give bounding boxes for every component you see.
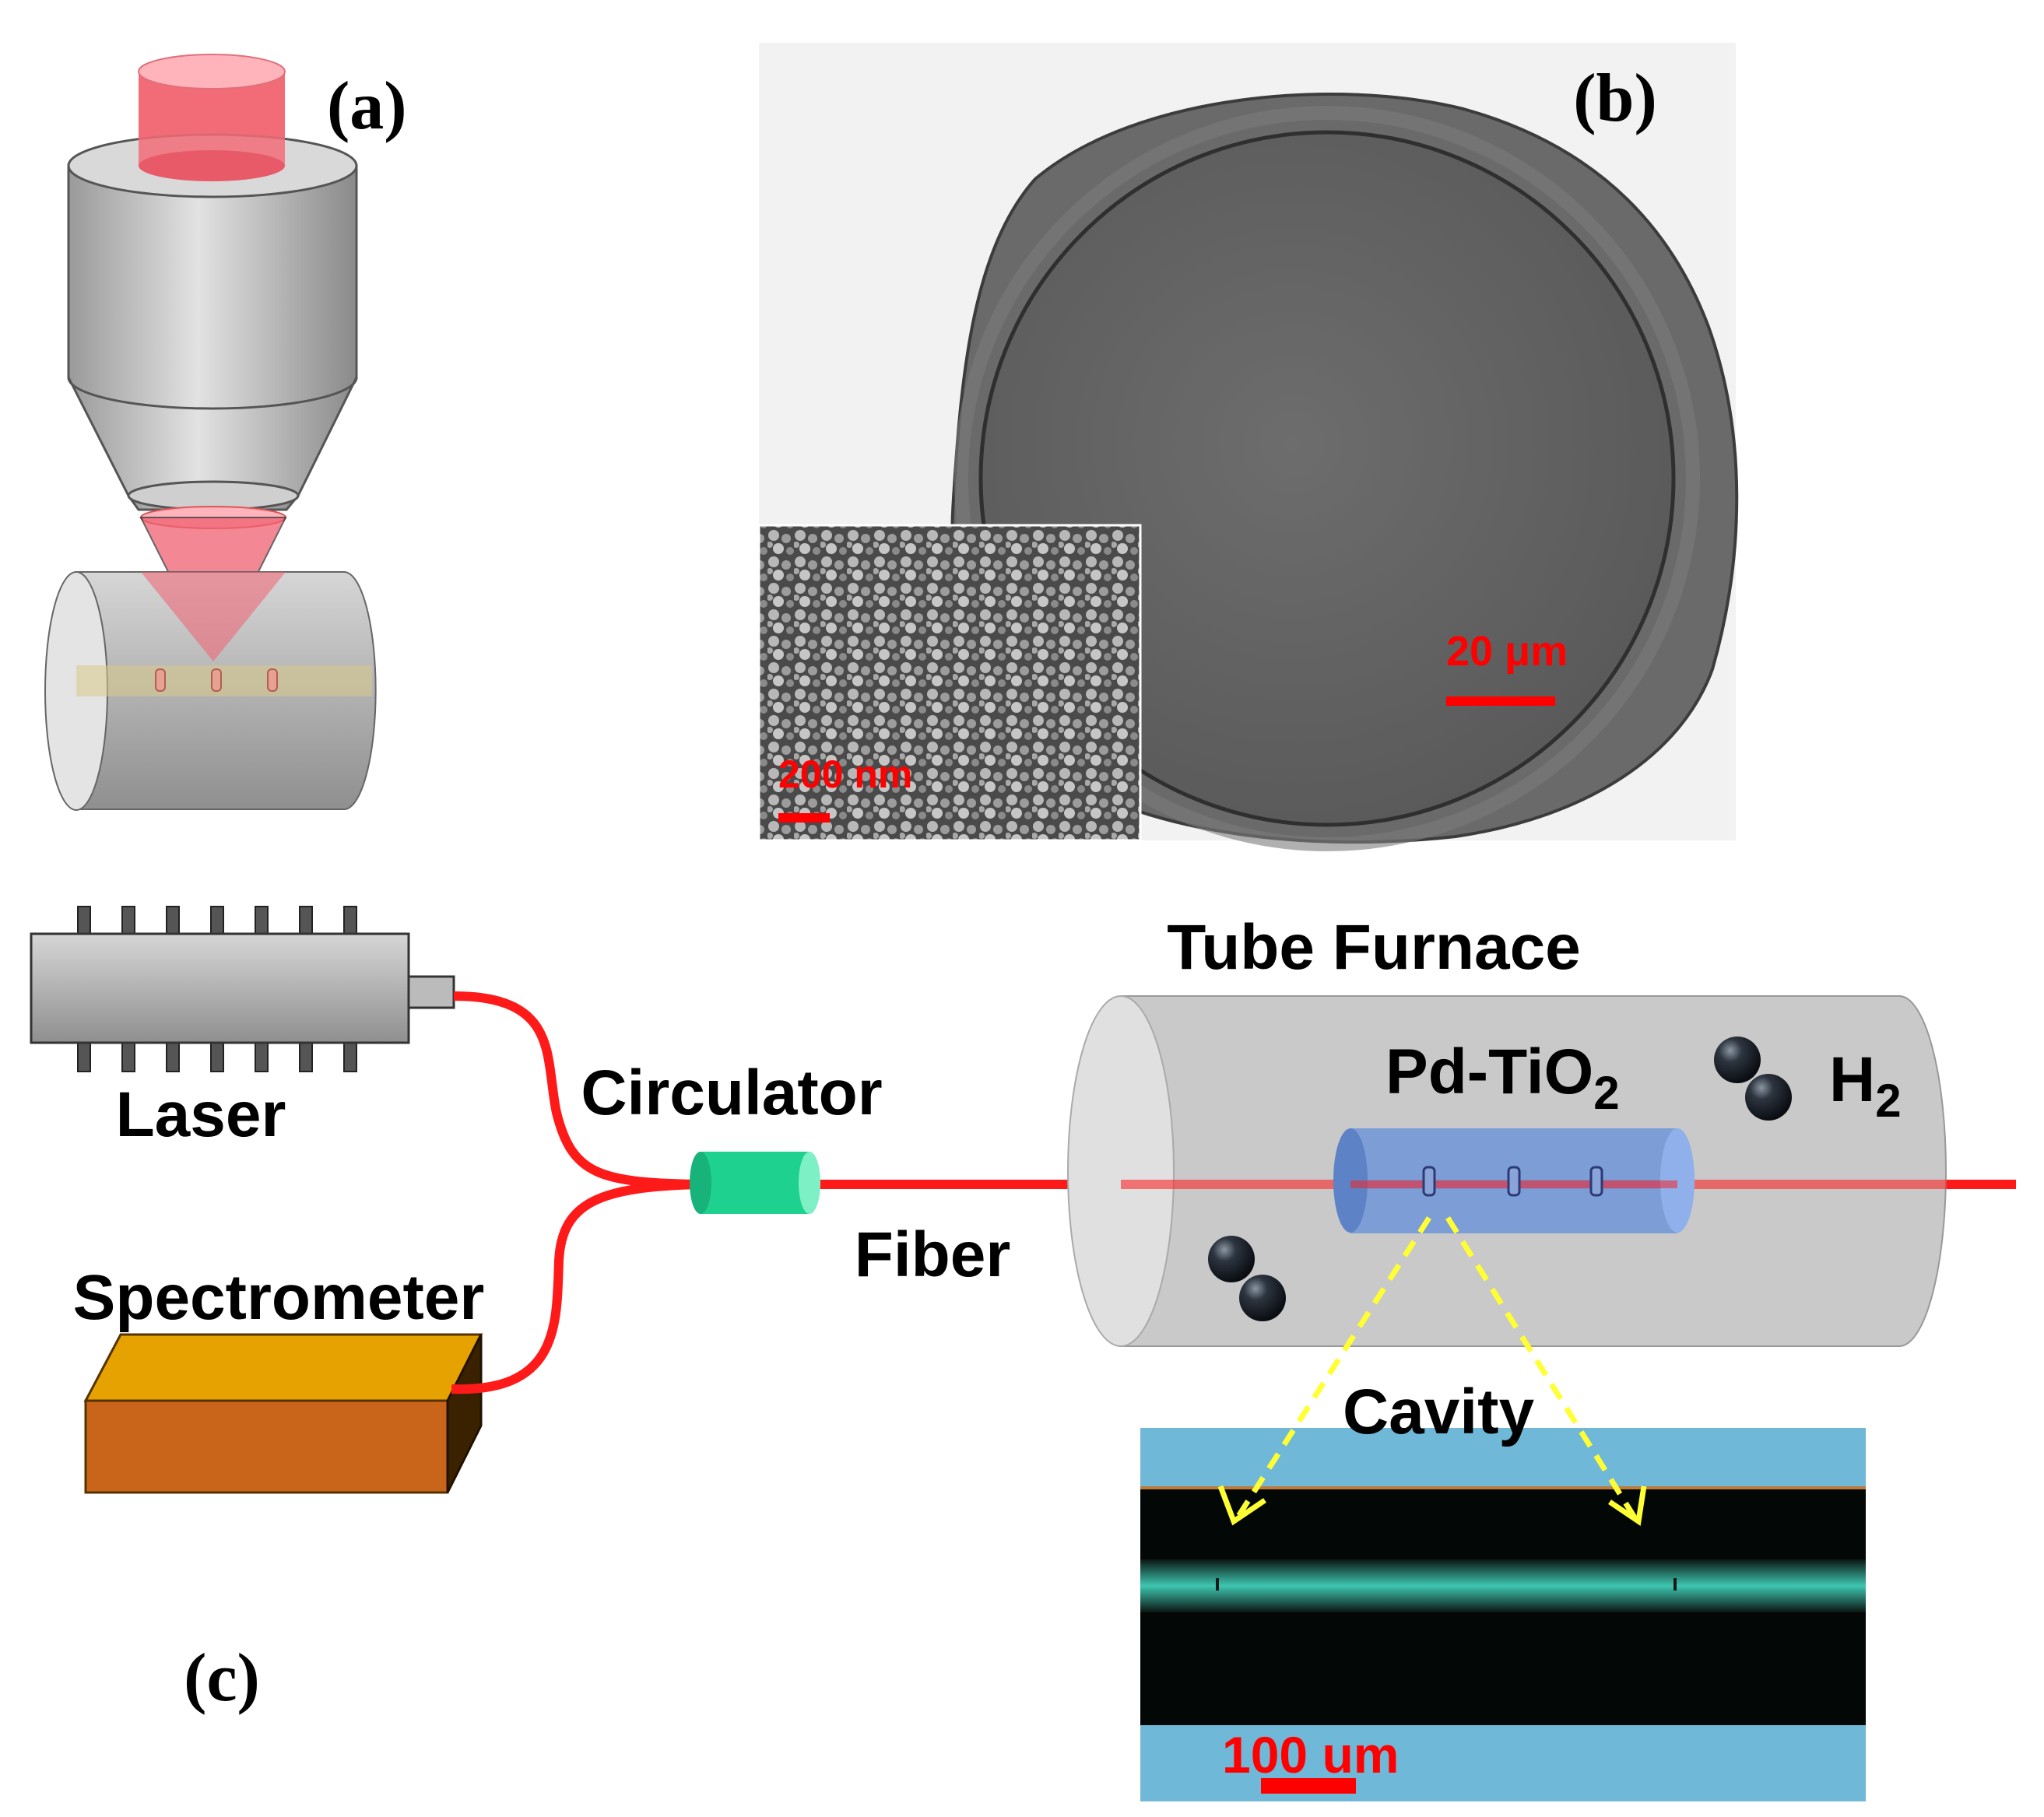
- panel-label-b: (b): [1573, 61, 1657, 136]
- tube-furnace: [1067, 995, 2016, 1347]
- cavity-label: Cavity: [1343, 1377, 1535, 1447]
- laser-beam-top: [138, 54, 286, 89]
- micrograph-scale-label: 100 um: [1222, 1726, 1399, 1784]
- inset-scale-label: 200 nm: [778, 752, 912, 796]
- panel-label-a: (a): [327, 68, 407, 144]
- fiber-core: [76, 665, 372, 696]
- cavity-mark: [1589, 1166, 1603, 1197]
- grating-mark: [211, 668, 222, 692]
- cavity-arrow-left: [1235, 1216, 1431, 1519]
- nanoparticle-inset: [759, 525, 1140, 840]
- h2-molecule: [1714, 1037, 1792, 1121]
- spectrometer-fiber: [451, 1180, 701, 1394]
- pd-tio2-label: Pd-TiO2: [1385, 1037, 1620, 1119]
- circulator: [690, 1152, 820, 1214]
- inset-scale-bar: [778, 813, 830, 823]
- spectrometer-label: Spectrometer: [73, 1262, 485, 1333]
- cavity-mark: [1507, 1166, 1521, 1197]
- cavity-arrow-right: [1445, 1216, 1637, 1519]
- cavity-micrograph: [1140, 1428, 1866, 1801]
- grating-mark: [155, 668, 166, 692]
- circulator-label: Circulator: [581, 1058, 882, 1128]
- grating-mark: [267, 668, 278, 692]
- cavity-mark: [1422, 1166, 1436, 1197]
- h2-label: H2: [1829, 1044, 1902, 1127]
- panel-label-c: (c): [184, 1640, 260, 1716]
- laser-device: [30, 906, 455, 1072]
- panel-b-sem-image: [757, 43, 1739, 851]
- h2-molecule: [1208, 1236, 1286, 1321]
- spectrometer-device: [83, 1333, 483, 1494]
- fiber-cross-section: [978, 130, 1676, 827]
- sem-scale-bar: [1446, 696, 1555, 706]
- panel-a-fiber: [44, 571, 377, 811]
- laser-label: Laser: [116, 1079, 286, 1150]
- micrograph-scale-bar: [1261, 1778, 1356, 1794]
- cavity-arrowheads: [1217, 1485, 1647, 1526]
- cavity-arrows: [1235, 1216, 1637, 1519]
- fiber-label: Fiber: [855, 1219, 1010, 1290]
- laser-fiber: [453, 991, 701, 1189]
- sem-scale-label: 20 μm: [1446, 628, 1568, 675]
- tube-furnace-label: Tube Furnace: [1167, 912, 1581, 983]
- panel-a-objective: [67, 54, 358, 664]
- objective-barrel: [67, 164, 358, 410]
